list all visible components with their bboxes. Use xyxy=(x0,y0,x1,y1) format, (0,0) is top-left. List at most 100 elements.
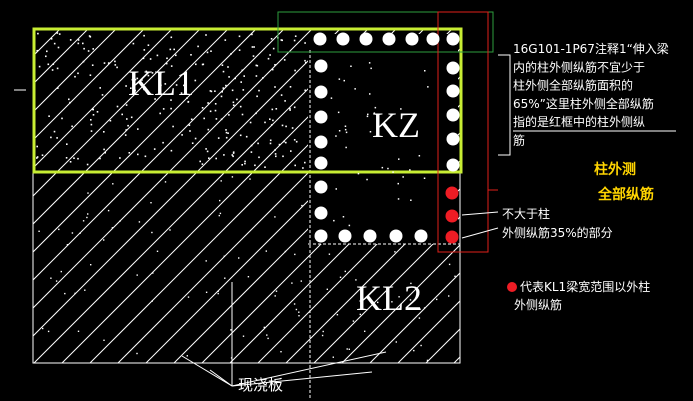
speckle-dot xyxy=(160,84,162,87)
speckle-dot xyxy=(270,38,273,40)
speckle-dot xyxy=(330,97,333,99)
speckle-dot xyxy=(249,121,252,124)
speckle-dot xyxy=(289,107,291,110)
speckle-dot xyxy=(55,280,58,282)
speckle-dot xyxy=(46,50,48,53)
speckle-dot xyxy=(189,130,191,132)
speckle-dot xyxy=(231,154,234,156)
speckle-dot xyxy=(175,54,177,57)
rebar-red-dot xyxy=(445,230,459,244)
speckle-dot xyxy=(130,87,132,89)
speckle-dot xyxy=(242,335,245,337)
speckle-dot xyxy=(170,99,172,101)
speckle-dot xyxy=(162,108,165,110)
speckle-dot xyxy=(104,151,106,154)
rebar-white-dot xyxy=(446,132,460,146)
column-kz-fill xyxy=(308,34,458,244)
speckle-dot xyxy=(291,127,294,129)
speckle-dot xyxy=(60,270,62,273)
speckle-dot xyxy=(87,192,89,194)
speckle-dot xyxy=(103,62,106,64)
speckle-dot xyxy=(209,110,212,113)
speckle-dot xyxy=(175,84,178,86)
speckle-dot xyxy=(206,150,209,153)
hatch-line xyxy=(33,28,174,169)
speckle-dot xyxy=(169,229,171,231)
speckle-dot xyxy=(147,74,150,77)
speckle-dot xyxy=(68,98,70,101)
hatch-line xyxy=(33,28,118,113)
speckle-dot xyxy=(258,89,260,92)
note-top-line: 内的柱外侧纵筋不宜少于 xyxy=(513,59,645,74)
hatch-line xyxy=(33,28,34,29)
hatch-line xyxy=(313,216,460,363)
speckle-dot xyxy=(338,78,341,80)
speckle-dot xyxy=(373,112,376,114)
speckle-dot xyxy=(36,49,38,52)
rebar-white-dot xyxy=(314,85,328,99)
speckle-dot xyxy=(84,289,86,291)
speckle-dot xyxy=(103,131,105,133)
speckle-dot xyxy=(295,308,298,311)
speckle-dot xyxy=(236,98,238,101)
speckle-dot xyxy=(77,72,79,75)
speckle-dot xyxy=(214,109,217,112)
speckle-dot xyxy=(294,253,296,256)
speckle-dot xyxy=(231,89,234,92)
speckle-dot xyxy=(366,115,369,118)
speckle-dot xyxy=(162,141,164,144)
speckle-dot xyxy=(280,94,283,96)
rebar-white-dot xyxy=(314,229,328,243)
speckle-dot xyxy=(87,213,89,215)
speckle-dot xyxy=(205,260,207,262)
rebar-white-dot xyxy=(314,206,328,220)
speckle-dot xyxy=(241,113,244,116)
speckle-dot xyxy=(42,327,44,330)
speckle-dot xyxy=(294,69,296,72)
note-top-line: 指的是红框中的柱外侧纵 xyxy=(513,114,645,129)
note-yellow-block: 柱外测全部纵筋 xyxy=(594,161,654,203)
red-frame-outer-rebar xyxy=(437,11,489,253)
speckle-dot xyxy=(245,135,248,138)
speckle-dot xyxy=(281,39,283,42)
leader-small-2 xyxy=(461,227,499,239)
speckle-dot xyxy=(374,106,377,109)
speckle-dot xyxy=(240,81,242,83)
hatch-line xyxy=(33,28,314,309)
rebar-white-dot xyxy=(314,156,328,170)
speckle-dot xyxy=(253,46,255,48)
speckle-dot xyxy=(222,87,225,89)
speckle-dot xyxy=(225,136,228,139)
speckle-dot xyxy=(69,101,71,104)
rebar-white-dot xyxy=(338,229,352,243)
speckle-dot xyxy=(114,60,116,63)
speckle-dot xyxy=(290,150,292,152)
speckle-dot xyxy=(366,178,368,181)
label-slab: 现浇板 xyxy=(238,376,283,394)
speckle-dot xyxy=(249,178,251,180)
speckle-dot xyxy=(217,137,220,139)
hatch-line xyxy=(33,28,146,141)
speckle-dot xyxy=(187,100,190,103)
hatch-line xyxy=(341,244,460,363)
speckle-dot xyxy=(191,142,194,144)
speckle-dot xyxy=(82,60,85,63)
speckle-dot xyxy=(151,72,154,74)
speckle-dot xyxy=(221,91,223,93)
speckle-dot xyxy=(41,154,44,156)
speckle-dot xyxy=(56,32,59,34)
leader-slab-5 xyxy=(231,351,387,387)
speckle-dot xyxy=(274,216,276,218)
note-top-line: 16G101-1P67注释1“伸入梁 xyxy=(513,41,669,56)
speckle-dot xyxy=(77,330,80,332)
speckle-dot xyxy=(136,352,138,355)
rebar-white-dot xyxy=(314,180,328,194)
rebar-white-dot xyxy=(414,229,428,243)
speckle-dot xyxy=(82,220,85,222)
speckle-dot xyxy=(53,42,56,45)
speckle-dot xyxy=(90,130,93,132)
speckle-dot xyxy=(214,90,216,92)
rebar-white-dot xyxy=(446,108,460,122)
speckle-dot xyxy=(107,209,110,212)
